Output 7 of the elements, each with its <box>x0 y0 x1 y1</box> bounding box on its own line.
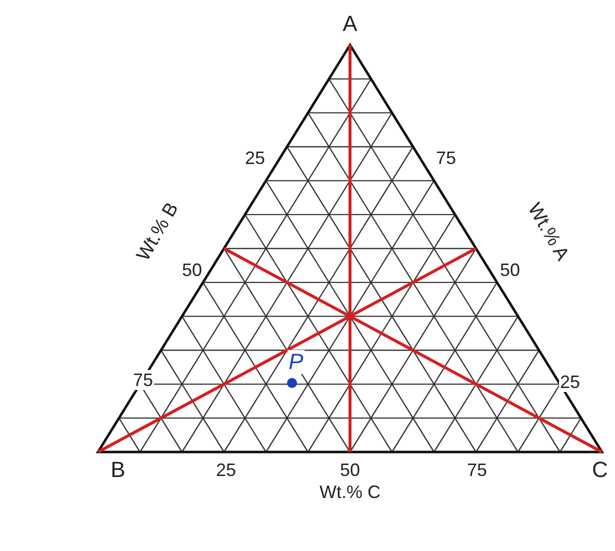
tick-label: 25 <box>558 372 582 392</box>
vertex-label: C <box>592 459 608 481</box>
vertex-label: B <box>110 459 126 481</box>
tick-label: 75 <box>132 370 154 390</box>
point-label: P <box>288 350 304 374</box>
vertex-label: A <box>342 13 358 35</box>
axis-title: Wt.% C <box>320 483 380 501</box>
